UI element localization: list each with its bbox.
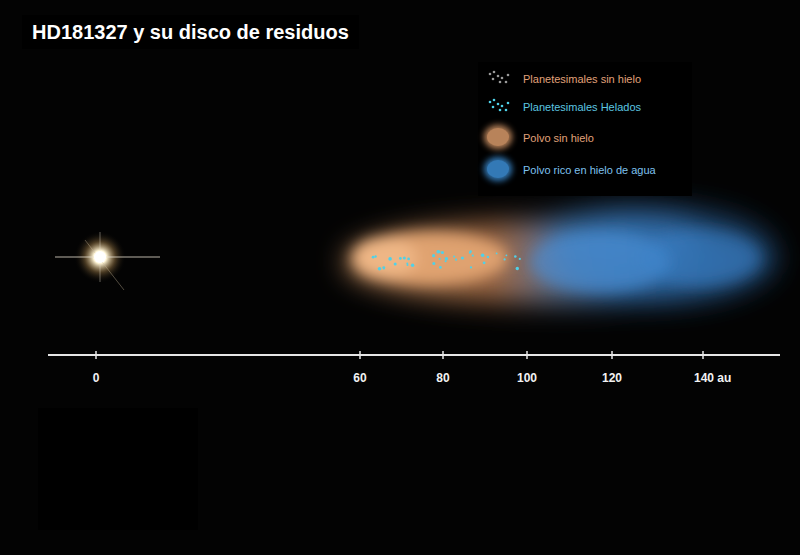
icy-dot <box>439 266 442 269</box>
star-spike <box>55 256 160 257</box>
icy-dot <box>470 266 472 268</box>
dark-patch <box>38 408 198 530</box>
legend-text: Planetesimales Helados <box>523 100 641 114</box>
star-core <box>94 251 106 263</box>
axis-tick-label: 120 <box>602 371 622 385</box>
icy-dot <box>372 256 375 259</box>
icy-dot <box>407 258 410 261</box>
icy-dot <box>455 259 457 261</box>
icy-dot <box>378 267 382 271</box>
icy-dot <box>461 256 464 259</box>
icy-dot <box>432 254 435 257</box>
axis-tick <box>359 351 361 359</box>
icy-dot <box>441 251 444 254</box>
icy-dot <box>382 266 385 269</box>
legend-text: Planetesimales sin hielo <box>523 72 641 86</box>
axis-tick-label: 140 au <box>694 371 731 385</box>
icy-dot <box>453 256 455 258</box>
icy-dot <box>445 260 447 262</box>
icy-dot <box>439 258 441 260</box>
axis-tick <box>526 351 528 359</box>
icy-dot <box>469 252 471 254</box>
dust-disc <box>345 205 775 304</box>
axis-tick-label: 100 <box>517 371 537 385</box>
icefree-dust <box>352 232 508 284</box>
icy-dot <box>436 250 440 254</box>
axis-line <box>48 354 780 356</box>
icy-dot <box>481 254 485 258</box>
legend-panel <box>478 62 692 196</box>
icy-dot <box>504 258 506 260</box>
icy-planetesimals <box>372 250 521 271</box>
icy-dot <box>388 257 392 261</box>
icy-dot <box>519 258 521 260</box>
water-ice-dust <box>530 230 760 292</box>
icy-dot <box>469 250 472 253</box>
icy-dot <box>487 256 489 258</box>
icy-dot <box>374 255 376 257</box>
axis-tick-label: 60 <box>353 371 366 385</box>
icy-dot <box>403 256 406 259</box>
icy-dot <box>445 257 448 260</box>
icy-dot <box>383 267 385 269</box>
legend-swatch <box>487 160 509 178</box>
legend-dots-icon <box>487 98 511 114</box>
icy-dot <box>483 261 486 264</box>
icy-dot <box>399 257 402 260</box>
legend-text: Polvo sin hielo <box>523 131 594 145</box>
axis-tick <box>95 351 97 359</box>
axis-tick-label: 80 <box>436 371 449 385</box>
icy-dot <box>516 267 519 270</box>
icy-dot <box>506 254 508 256</box>
legend-dots-icon <box>487 70 511 86</box>
legend-text: Polvo rico en hielo de agua <box>523 163 656 177</box>
legend-swatch <box>487 128 509 146</box>
icy-dot <box>472 255 474 257</box>
axis-tick-label: 0 <box>93 371 100 385</box>
axis-tick <box>702 351 704 359</box>
icy-dot <box>496 253 498 255</box>
icy-dot <box>394 263 397 266</box>
axis-tick <box>442 351 444 359</box>
star-spike <box>85 240 124 290</box>
icy-dot <box>411 264 414 267</box>
icy-dot <box>432 262 435 265</box>
axis-tick <box>611 351 613 359</box>
icy-dot <box>514 255 517 258</box>
icy-dot <box>407 264 409 266</box>
diagram-title: HD181327 y su disco de residuos <box>22 15 359 49</box>
